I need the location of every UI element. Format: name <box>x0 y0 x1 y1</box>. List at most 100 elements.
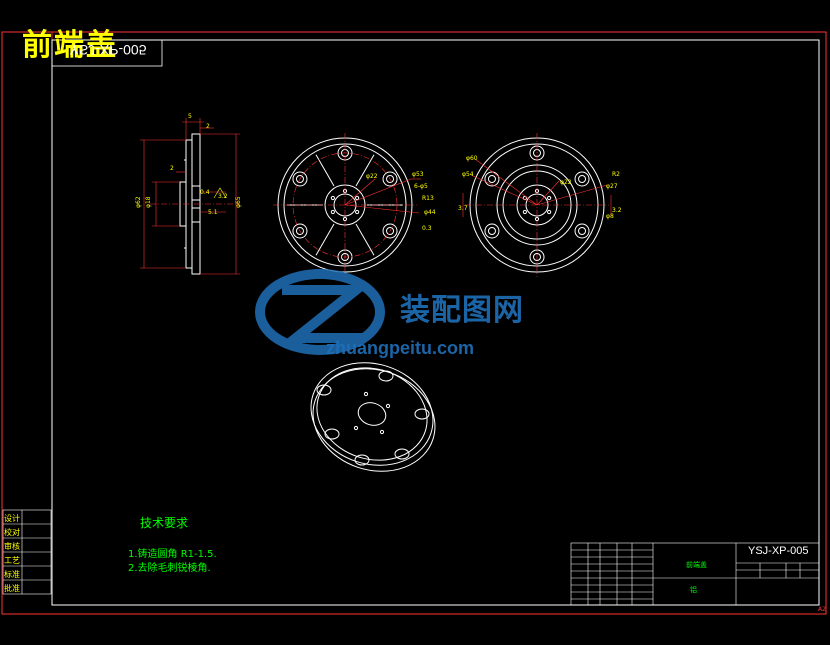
front-bolt-hole <box>295 175 304 183</box>
front-bolt-circle <box>292 152 398 258</box>
dim-front-r13: R13 <box>422 195 434 202</box>
dim-side-phi65: φ65 <box>235 196 242 208</box>
tech-requirements-heading: 技术要求 <box>140 516 189 530</box>
front-bolt-boss <box>382 223 398 239</box>
rear-bolt-boss <box>529 249 545 265</box>
rear-bolt-hole <box>487 227 496 235</box>
rear-small-hole <box>547 209 552 215</box>
left-strip-label-1: 设计 <box>4 514 20 523</box>
code-box <box>51 39 163 67</box>
dim-side-0-4: 0.4 <box>200 189 210 196</box>
dim-side-2a: 2 <box>206 123 210 130</box>
dim-rear-3-2: 3.2 <box>612 207 622 214</box>
rear-leader-1 <box>474 158 538 206</box>
rear-bolt-hole <box>487 175 496 183</box>
dim-front-0-3: 0.3 <box>422 225 432 232</box>
front-small-hole <box>355 209 360 215</box>
title-block-part-name: 前端盖 <box>686 561 707 569</box>
front-bolt-hole <box>386 175 395 183</box>
dim-rear-phi8: φ8 <box>606 213 614 220</box>
left-strip-label-2: 校对 <box>4 528 20 537</box>
dim-side-phi18: φ18 <box>145 196 152 208</box>
dim-rear-phi54: φ54 <box>462 171 474 178</box>
dim-rear-r2: R2 <box>612 171 620 178</box>
isometric-view <box>310 362 436 472</box>
sheet-size-label: A2 <box>818 606 826 613</box>
title-block <box>570 542 820 606</box>
dim-side-5-1: 5.1 <box>208 209 218 216</box>
iso-bolt-pocket <box>414 408 430 420</box>
iso-bolt-pocket <box>394 448 410 460</box>
rear-small-hole <box>547 195 552 201</box>
front-bolt-boss <box>337 249 353 265</box>
inner-border <box>51 39 820 606</box>
dim-side-3-2: 3.2 <box>218 193 228 200</box>
mirrored-drawing-code: YSJ-XP-005 <box>69 42 147 58</box>
rear-small-hole <box>522 209 527 215</box>
iso-small-hole <box>353 425 359 431</box>
rear-bolt-hole <box>578 175 587 183</box>
front-bolt-boss <box>292 171 308 187</box>
iso-inner-rim <box>316 367 428 461</box>
front-view: φ22 φ53 6-φ5 φ44 R13 0.3 <box>273 133 436 277</box>
front-rib <box>355 154 375 187</box>
watermark-logo-icon <box>255 269 385 355</box>
front-rib <box>355 223 375 256</box>
rear-view: φ60 φ54 φ22 φ27 3.7 3.2 R2 φ8 <box>458 133 622 277</box>
iso-bolt-pocket <box>378 370 394 382</box>
drawing-title: 前端盖 <box>22 28 118 63</box>
left-strip-label-3: 审核 <box>4 542 20 551</box>
dim-front-phi44: φ44 <box>424 209 436 216</box>
side-section-view: 5 2 2 φ18 φ62 φ65 0.4 5.1 3.2 <box>135 113 242 275</box>
outer-border <box>1 31 827 615</box>
front-small-hole <box>330 195 335 201</box>
left-strip-label-6: 批准 <box>4 584 20 593</box>
front-rib <box>315 223 335 256</box>
rear-bolt-hole <box>578 227 587 235</box>
dim-rear-phi22: φ22 <box>560 179 572 186</box>
dim-front-6-phi5: 6-φ5 <box>414 183 428 190</box>
left-strip-label-4: 工艺 <box>4 556 20 565</box>
front-bolt-hole <box>295 227 304 235</box>
rear-leader-4 <box>536 184 608 206</box>
dim-rear-phi27: φ27 <box>606 183 618 190</box>
left-strip-label-5: 标准 <box>4 570 20 579</box>
left-strip-table <box>2 509 52 595</box>
rear-bolt-boss <box>574 171 590 187</box>
front-bolt-boss <box>382 171 398 187</box>
title-block-code: YSJ-XP-005 <box>748 545 809 557</box>
front-bolt-boss <box>292 223 308 239</box>
watermark-brand: 装配图网 <box>400 293 524 328</box>
rear-bolt-boss <box>484 171 500 187</box>
front-leader-1 <box>344 178 376 206</box>
iso-bore <box>357 402 387 426</box>
title-block-material: 铝 <box>690 586 697 594</box>
iso-small-hole <box>363 391 369 397</box>
front-small-hole <box>355 195 360 201</box>
dim-side-2b: 2 <box>170 165 174 172</box>
iso-small-hole <box>379 429 385 435</box>
front-leader-2 <box>344 178 412 206</box>
iso-bolt-pocket <box>324 428 340 440</box>
iso-bolt-pocket <box>354 454 370 466</box>
rear-small-hole <box>534 216 540 222</box>
tech-requirement-2: 2.去除毛刺锐棱角. <box>128 563 211 574</box>
front-small-hole <box>330 209 335 215</box>
dim-front-phi53: φ53 <box>412 171 424 178</box>
rear-bolt-boss <box>484 223 500 239</box>
watermark-url: zhuangpeitu.com <box>326 338 474 358</box>
iso-small-hole <box>385 403 391 409</box>
rear-bolt-hole <box>533 253 541 261</box>
dim-front-phi22: φ22 <box>366 173 378 180</box>
rear-leader-2 <box>470 174 538 206</box>
front-small-hole <box>342 216 348 222</box>
front-bolt-hole <box>386 227 395 235</box>
front-leader-3 <box>344 204 420 214</box>
iso-outer-bottom <box>312 368 436 472</box>
front-rib <box>315 154 335 187</box>
dim-side-phi62: φ62 <box>135 196 142 208</box>
dim-rear-3-7: 3.7 <box>458 205 468 212</box>
rear-bolt-boss <box>574 223 590 239</box>
